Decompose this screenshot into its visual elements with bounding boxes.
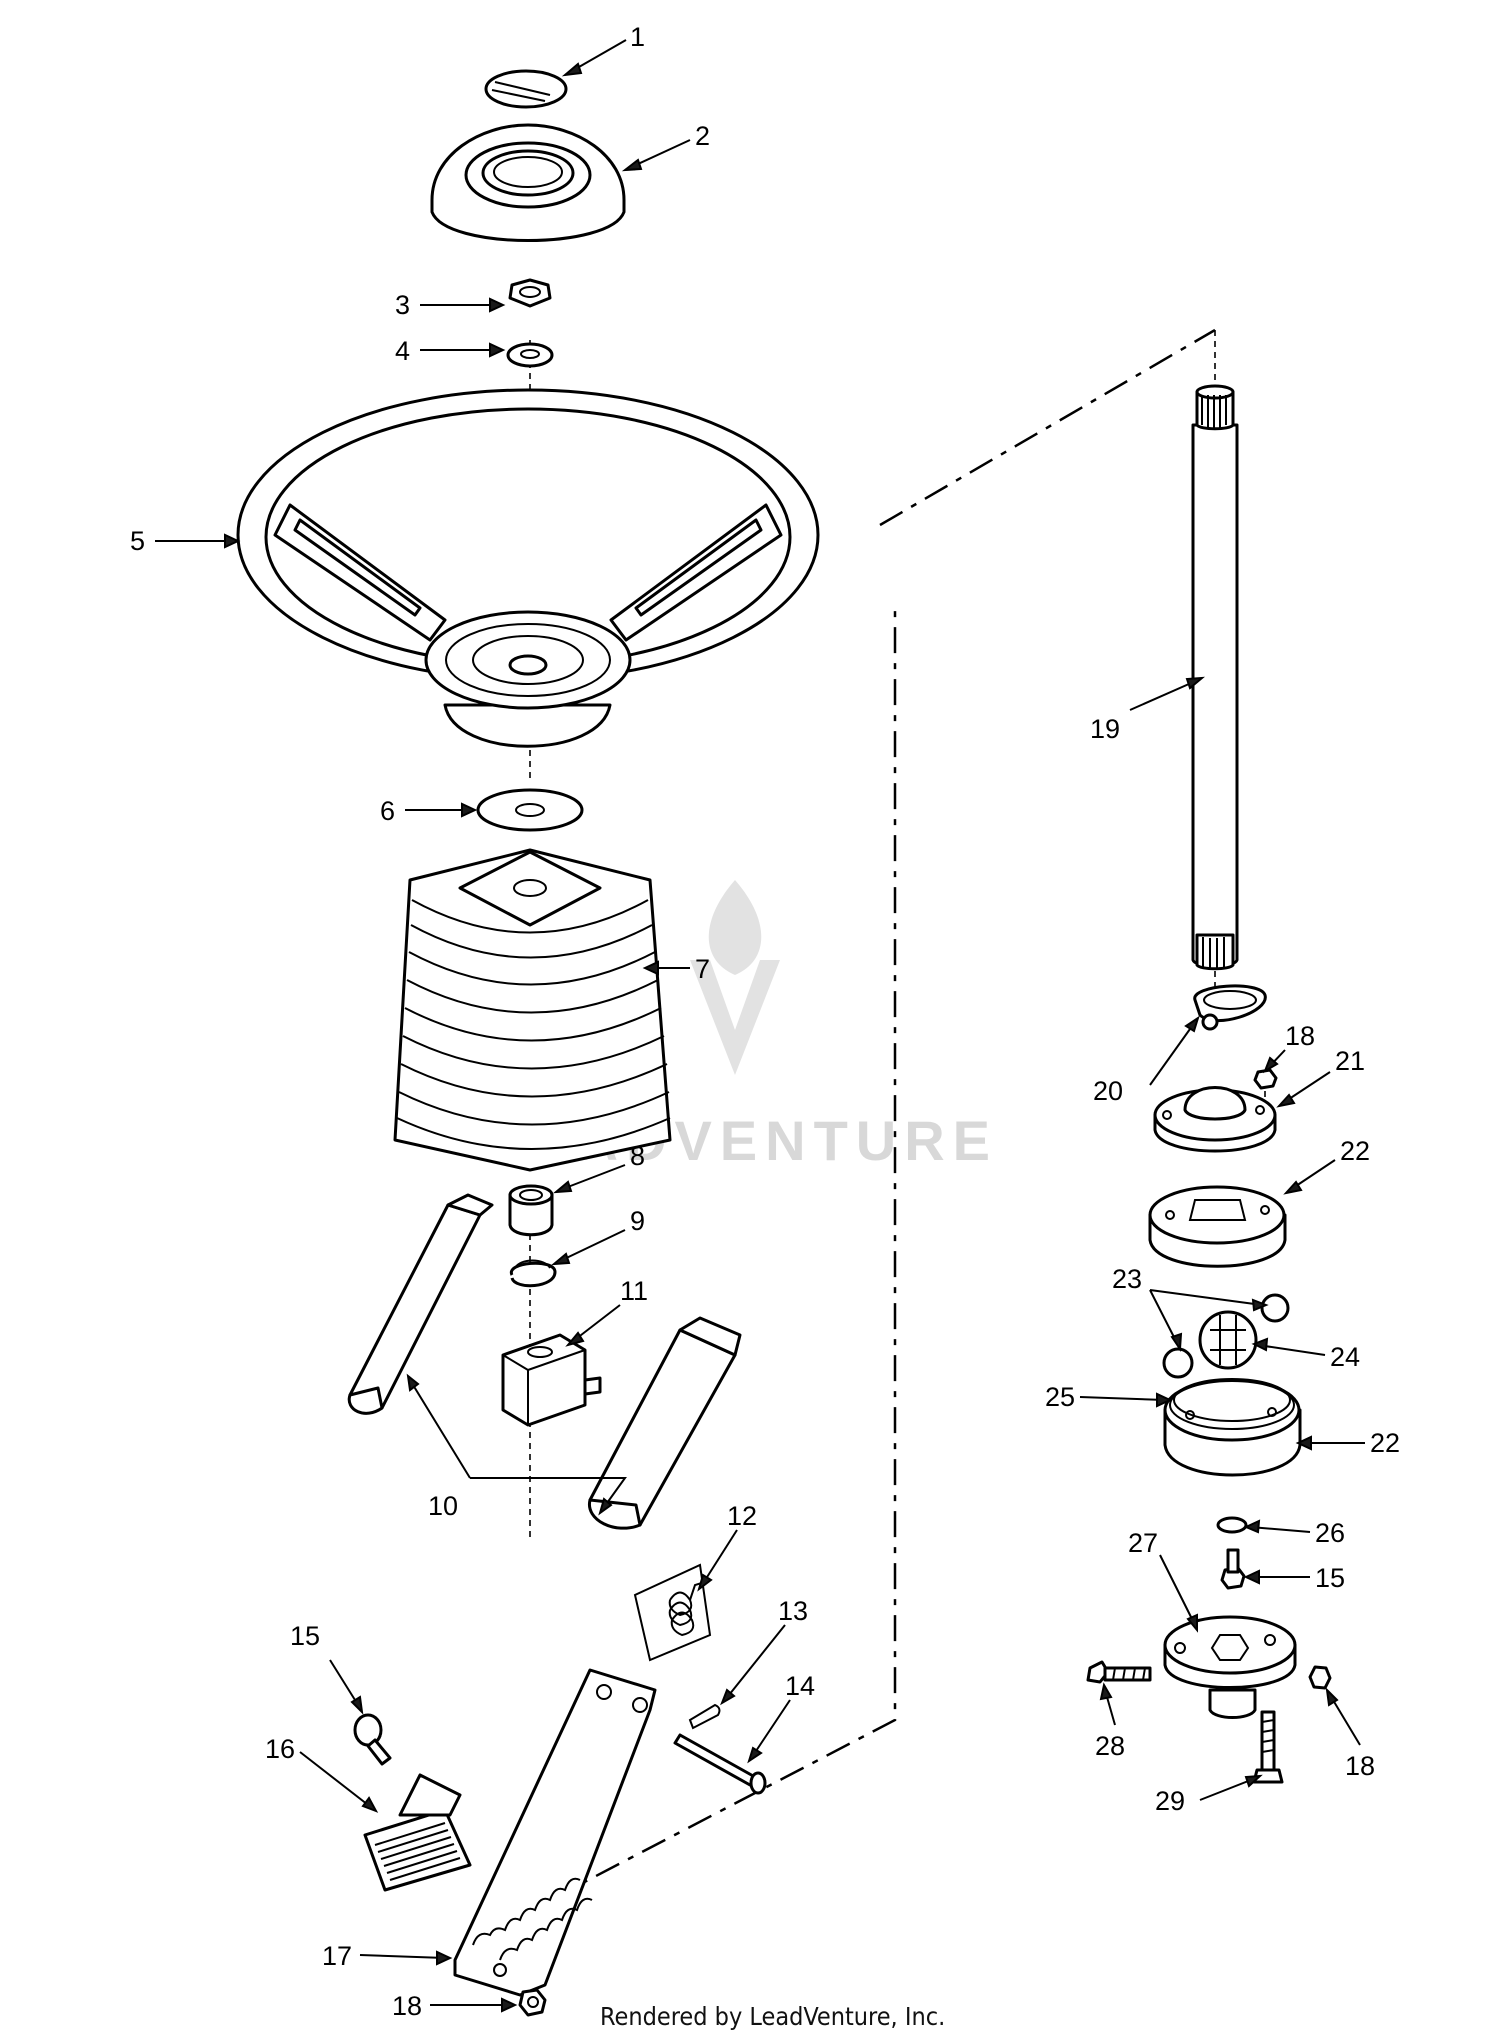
callout-15-left: 15 bbox=[290, 1621, 320, 1651]
vertical-bolt bbox=[1252, 1710, 1284, 1784]
steering-boot bbox=[393, 848, 672, 1172]
callout-9: 9 bbox=[630, 1206, 645, 1236]
spider-coupling bbox=[1198, 1310, 1258, 1370]
callout-28: 28 bbox=[1095, 1731, 1125, 1761]
callout-20: 20 bbox=[1093, 1076, 1123, 1106]
lock-nut-side bbox=[1308, 1665, 1332, 1690]
callout-27: 27 bbox=[1128, 1528, 1158, 1558]
callout-25: 25 bbox=[1045, 1382, 1075, 1412]
washer bbox=[506, 342, 554, 368]
hub-cap bbox=[484, 69, 568, 109]
callout-11: 11 bbox=[620, 1276, 648, 1306]
callout-7: 7 bbox=[695, 954, 710, 984]
carriage-bolt bbox=[1086, 1660, 1152, 1684]
housing-lower bbox=[1163, 1378, 1302, 1477]
callout-13: 13 bbox=[778, 1596, 808, 1626]
steering-shaft bbox=[1191, 384, 1239, 971]
callout-22-upper: 22 bbox=[1340, 1136, 1370, 1166]
small-washer bbox=[1216, 1516, 1248, 1534]
callout-17: 17 bbox=[322, 1941, 352, 1971]
housing-upper bbox=[1148, 1185, 1287, 1268]
watermark-v-icon bbox=[690, 960, 780, 1075]
cotter-pin bbox=[688, 1703, 721, 1730]
callout-15-right: 15 bbox=[1315, 1563, 1345, 1593]
callout-10: 10 bbox=[428, 1491, 458, 1521]
callout-18-upper: 18 bbox=[1285, 1021, 1315, 1051]
steering-rail-left bbox=[347, 1193, 494, 1415]
callout-23: 23 bbox=[1112, 1264, 1142, 1294]
callout-26: 26 bbox=[1315, 1518, 1345, 1548]
callout-29: 29 bbox=[1155, 1786, 1185, 1816]
lower-flange bbox=[1163, 1615, 1297, 1719]
callout-5: 5 bbox=[130, 526, 145, 556]
callout-3: 3 bbox=[395, 290, 410, 320]
callout-14: 14 bbox=[785, 1671, 815, 1701]
retaining-ring bbox=[510, 1259, 557, 1288]
pedal-arm bbox=[453, 1668, 657, 1997]
pedal-pad bbox=[363, 1773, 472, 1892]
callout-19: 19 bbox=[1090, 714, 1120, 744]
hub-cover bbox=[430, 123, 626, 242]
callout-12: 12 bbox=[727, 1501, 757, 1531]
ball-left bbox=[1162, 1347, 1194, 1379]
callout-1: 1 bbox=[630, 22, 645, 52]
callout-2: 2 bbox=[695, 121, 710, 151]
watermark-flame-icon bbox=[708, 880, 762, 975]
callout-22-lower: 22 bbox=[1370, 1428, 1400, 1458]
callout-21: 21 bbox=[1335, 1046, 1365, 1076]
nut bbox=[508, 278, 552, 308]
lock-nut-bottom bbox=[518, 1988, 547, 2017]
callout-18-bottom: 18 bbox=[392, 1991, 422, 2021]
flat-washer bbox=[476, 788, 584, 832]
steering-rail-right bbox=[588, 1316, 742, 1530]
shaft-clip bbox=[1193, 984, 1267, 1031]
spring bbox=[633, 1563, 712, 1662]
callout-6: 6 bbox=[380, 796, 395, 826]
callout-4: 4 bbox=[395, 336, 410, 366]
hex-bolt bbox=[1220, 1548, 1246, 1590]
shoulder-bolt bbox=[353, 1713, 392, 1766]
callout-16: 16 bbox=[265, 1734, 295, 1764]
lock-nut-upper bbox=[1253, 1068, 1278, 1090]
steering-block bbox=[501, 1333, 602, 1427]
clevis-pin bbox=[673, 1733, 767, 1795]
leader-lines bbox=[155, 39, 1365, 2013]
footer-credit: Rendered by LeadVenture, Inc. bbox=[600, 2002, 945, 2031]
callout-18-side: 18 bbox=[1345, 1751, 1375, 1781]
callout-labels: 1 2 3 4 5 6 7 8 9 11 10 12 13 14 15 16 1… bbox=[130, 22, 1400, 2021]
callout-24: 24 bbox=[1330, 1342, 1360, 1372]
callout-8: 8 bbox=[630, 1141, 645, 1171]
steering-wheel bbox=[236, 388, 820, 748]
upper-flange bbox=[1153, 1086, 1277, 1153]
bushing bbox=[508, 1184, 554, 1237]
ball-right bbox=[1260, 1293, 1290, 1323]
